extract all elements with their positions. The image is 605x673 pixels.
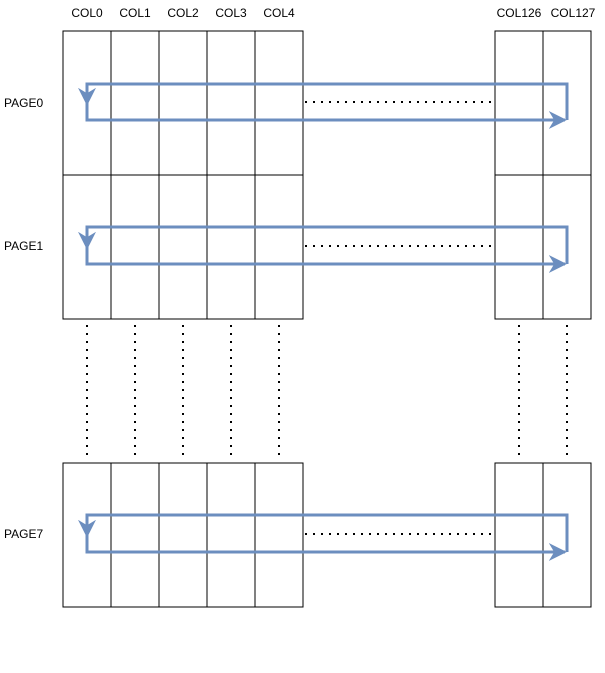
column-label-col4: COL4 [263,6,295,20]
right-grid-top [494,30,592,320]
scan-arrow-page0-return [78,82,569,120]
horizontal-ellipsis [305,101,491,535]
column-label-col3: COL3 [215,6,247,20]
scan-arrow-page1-return [78,225,569,264]
vertical-ellipsis [86,325,568,460]
scan-arrow-page7-return [78,513,569,552]
page-label-page1: PAGE1 [4,239,43,253]
scan-arrows [78,82,569,561]
column-label-col126: COL126 [497,6,542,20]
scan-arrow-page0-forward [85,104,567,129]
left-grid-top [62,30,304,320]
page-label-page0: PAGE0 [4,96,43,110]
column-label-col2: COL2 [167,6,199,20]
page-label-page7: PAGE7 [4,527,43,541]
column-label-col1: COL1 [119,6,151,20]
left-grid-bottom [62,462,304,608]
right-grid-bottom [494,462,592,608]
scan-arrow-page1-forward [85,248,567,273]
scan-arrow-page7-forward [85,536,567,561]
column-label-col0: COL0 [71,6,103,20]
column-label-col127: COL127 [551,6,596,20]
